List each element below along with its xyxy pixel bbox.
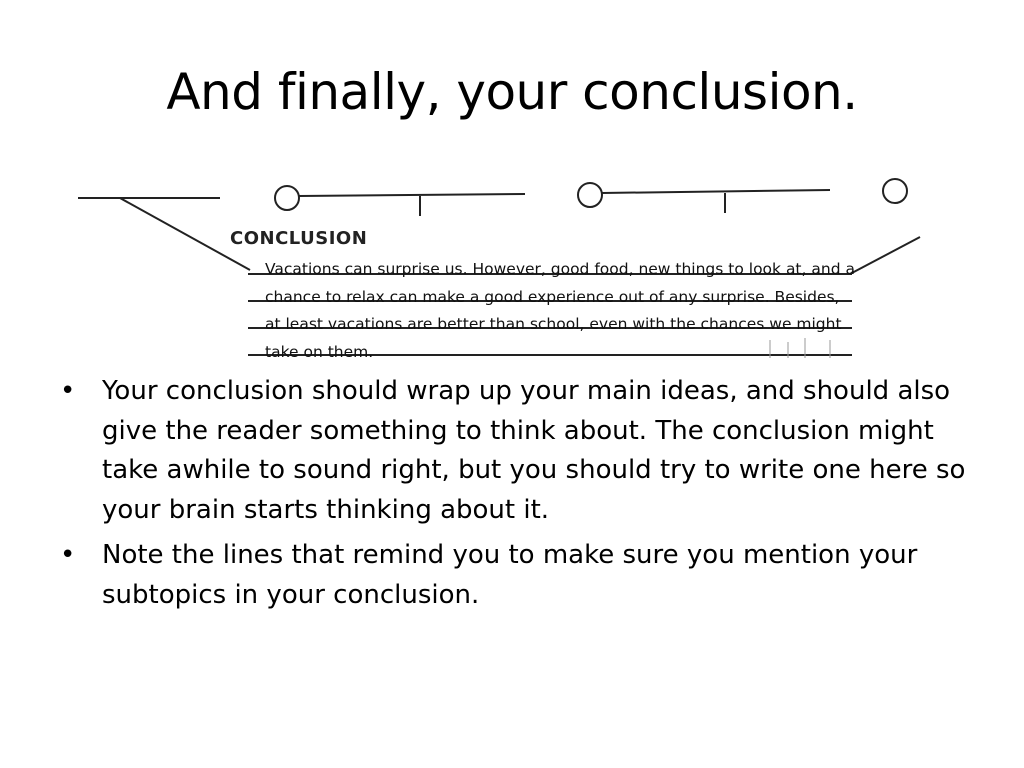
- example-conclusion-text: Vacations can surprise us. However, good…: [265, 260, 855, 361]
- bullet-text: Note the lines that remind you to make s…: [102, 540, 918, 610]
- slide-title: And finally, your conclusion.: [166, 63, 858, 121]
- diagram-lines: [78, 178, 921, 358]
- conclusion-label: CONCLUSION: [230, 228, 368, 249]
- bullet-text: Your conclusion should wrap up your main…: [102, 376, 966, 525]
- conclusion-diagram: CONCLUSION Vacations can surprise us. Ho…: [70, 170, 930, 370]
- bullet-icon: •: [60, 376, 76, 406]
- bullet-list: • Your conclusion should wrap up your ma…: [58, 372, 978, 621]
- bullet-item: • Your conclusion should wrap up your ma…: [58, 372, 978, 530]
- bullet-icon: •: [60, 540, 76, 570]
- bullet-item: • Note the lines that remind you to make…: [58, 536, 978, 615]
